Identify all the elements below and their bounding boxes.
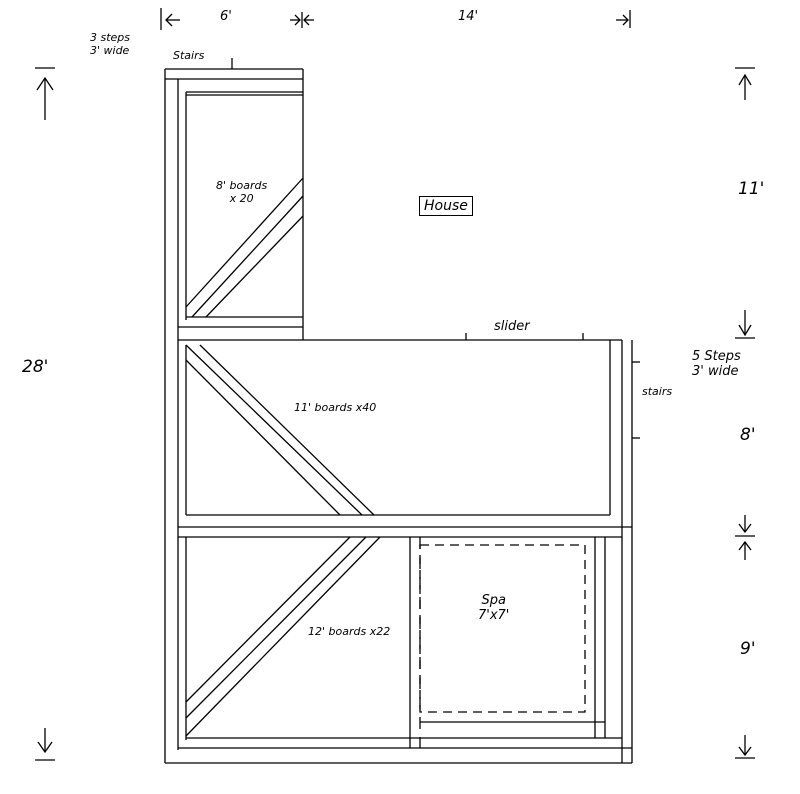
upper-boards-count: x 20 — [229, 191, 254, 205]
spa-name: Spa — [481, 593, 506, 608]
dim-upper-depth: 11' — [738, 179, 765, 199]
lower-boards-label: 12' boards x22 — [308, 625, 391, 638]
spa-outline — [419, 544, 586, 713]
stairs-right-steps: 5 Steps — [692, 349, 741, 364]
upper-boards-label: 8' boards x 20 — [216, 179, 268, 205]
slider-label: slider — [494, 319, 530, 334]
dim-lower-depth: 9' — [740, 639, 756, 659]
stairs-left-steps: 3 steps — [90, 31, 131, 44]
dim-top-right: 14' — [458, 9, 479, 24]
stairs-left-width: 3' wide — [90, 43, 130, 57]
dim-middle-depth: 8' — [740, 425, 756, 445]
stairs-right-label: stairs — [642, 385, 673, 398]
spa-size: 7'x7' — [478, 607, 510, 623]
stairs-left-label: Stairs — [173, 49, 205, 62]
upper-boards-type: 8' boards — [216, 179, 268, 192]
stairs-left-note: 3 steps 3' wide — [90, 31, 131, 57]
stairs-right-note: 5 Steps 3' wide — [692, 349, 741, 380]
dim-total-depth: 28' — [22, 357, 49, 377]
spa-label: Spa 7'x7' — [478, 593, 510, 624]
house-label: House — [419, 196, 473, 217]
stairs-right-width: 3' wide — [692, 363, 739, 379]
dim-top-left: 6' — [220, 9, 232, 24]
middle-boards-label: 11' boards x40 — [294, 401, 377, 414]
